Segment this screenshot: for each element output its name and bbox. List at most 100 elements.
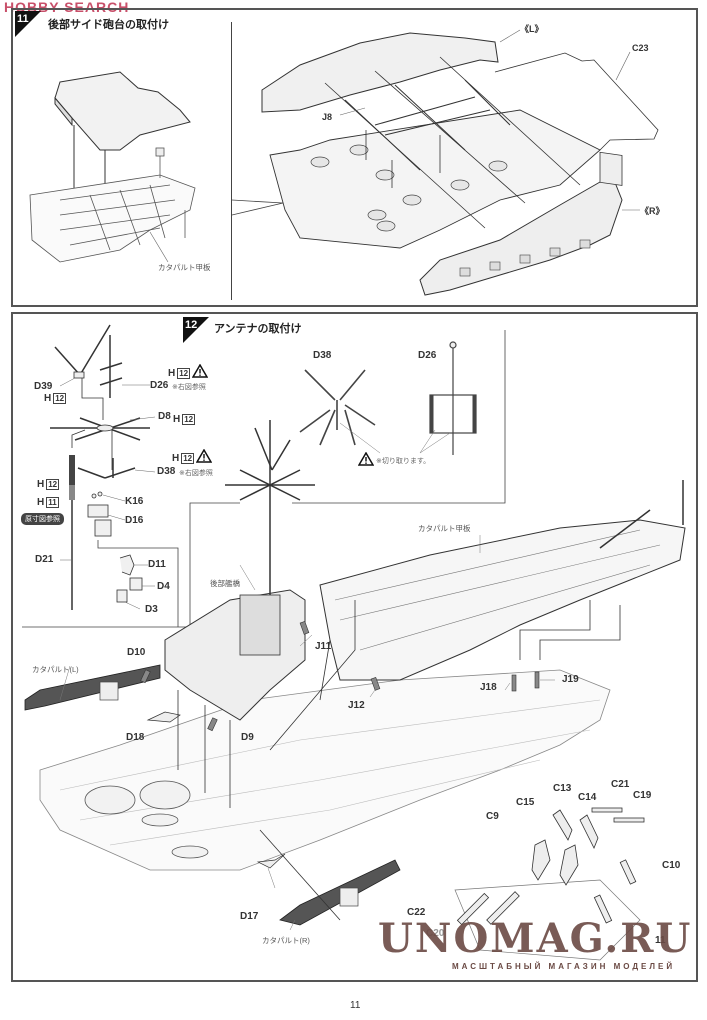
d18-label: D18 [126,732,145,743]
d4-part [129,577,143,591]
c19-part [613,817,645,823]
h12-box: 12 [53,393,67,404]
c21-part [591,807,623,813]
bulwark-right-part [419,174,623,296]
c22-part [456,892,490,926]
c9-label: C9 [486,811,499,822]
c20-part [486,891,520,925]
c20-label: C20 [426,928,445,939]
c11-part [593,894,613,924]
step-11-badge [15,11,41,37]
c13-part [552,809,573,841]
step-11-title: 後部サイド砲台の取付け [48,19,169,31]
step-11-L-label: 《L》 [520,24,544,34]
step-12-number: 12 [185,319,198,331]
c9-part [531,839,551,881]
j12-part [370,676,381,691]
h11-box: 11 [46,497,59,508]
d16-label: D16 [125,515,144,526]
catapult-deck-part [319,519,686,681]
actual-size-ref-badge: 原寸図参照 [21,513,64,525]
d18-part [146,711,181,723]
d3-part [116,589,128,603]
h-prefix: H [172,453,180,465]
step-11-j8-label: J8 [322,112,333,122]
j18-part [511,674,517,692]
d10-part [140,669,151,684]
c21-label: C21 [611,779,630,790]
h12-box: 12 [182,414,196,425]
page-number: 11 [350,1000,361,1011]
step-12-title: アンテナの取付け [214,323,302,335]
unomag-watermark: UNOMAG.RU [378,915,693,962]
j12-label: J12 [348,700,365,711]
j11-part [299,620,310,635]
d26-note: ※右図参照 [172,384,206,391]
c10-part [619,859,637,885]
catapult-right-label: カタパルト(R) [262,936,310,945]
detail-d38-label: D38 [313,350,332,361]
d4-label: D4 [157,581,170,592]
c13-label: C13 [553,783,572,794]
catapult-left-part [24,664,161,711]
h12-box: 12 [177,368,191,379]
warning-icon [192,364,208,378]
d16-part [87,504,109,518]
c14-part [579,814,599,849]
h12-box: 12 [46,479,60,490]
d17-part [256,853,286,869]
step-12-badge [183,317,209,343]
step-11-R-label: 《R》 [640,206,665,216]
box-part [94,519,112,537]
c15-label: C15 [516,797,535,808]
rear-bridge-label: 後部艦橋 [210,579,240,588]
catapult-deck-label: カタパルト甲板 [418,524,471,533]
cut-off-note: ※切り取ります。 [376,458,431,465]
k16-label: K16 [125,496,144,507]
d26-label: D26 [150,380,169,391]
step-11-number: 11 [17,13,29,25]
h12-box: 12 [181,453,195,464]
detail-d26-label: D26 [418,350,437,361]
step-11-panel [11,8,698,307]
d11-label: D11 [148,559,166,570]
d9-part [207,717,218,732]
c15-part [559,844,579,886]
d8-label: D8 [158,411,171,422]
d38-label: D38 [157,466,176,477]
c22-label: C22 [407,907,426,918]
d38-note: ※右図参照 [179,470,213,477]
j19-part [534,671,540,689]
h-prefix: H [37,497,45,509]
h-prefix: H [173,414,181,426]
bulwark-left-part [261,32,499,113]
d3-label: D3 [145,604,158,615]
d9-label: D9 [241,732,254,743]
d10-label: D10 [127,647,146,658]
c23-part [599,151,623,186]
c19-label: C19 [633,790,652,801]
d21-label: D21 [35,554,54,565]
step-11-divider [231,22,232,300]
catapult-left-label: カタパルト(L) [32,665,79,674]
h-prefix: H [44,393,52,405]
d39-label: D39 [34,381,53,392]
c14-label: C14 [578,792,597,803]
hull-part [39,669,611,871]
j18-label: J18 [480,682,497,693]
step-11-catapult-deck-label: カタパルト甲板 [158,263,211,272]
h-prefix: H [168,368,176,380]
c11-label: 11 [655,935,666,946]
step-12-panel [11,312,698,982]
j11-label: J11 [315,641,332,652]
